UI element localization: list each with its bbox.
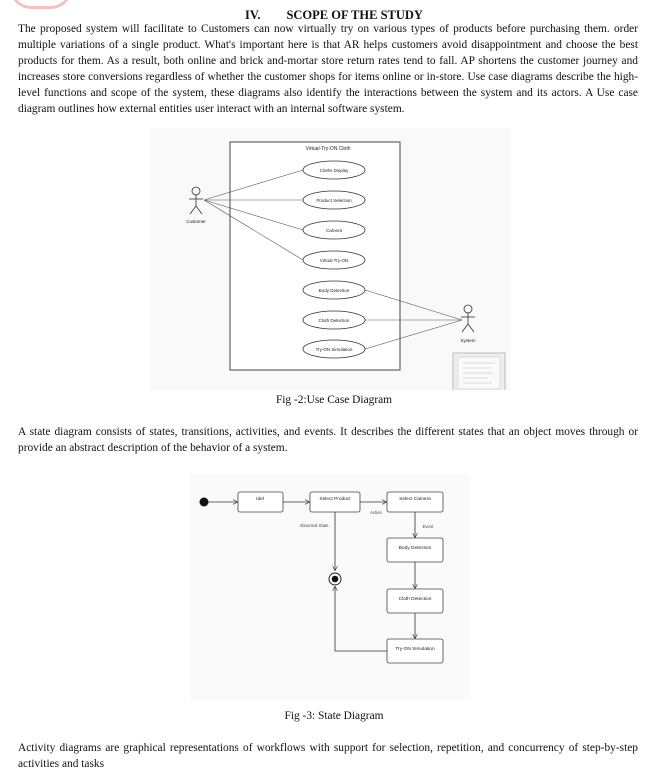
state-label: Body Detection	[399, 545, 432, 551]
state-diagram: Idel Select Product Action Select Camera…	[190, 474, 470, 700]
use-case-virtual-try-on: Virtual Try-ON	[302, 250, 366, 270]
state-label: Cloth Detection	[399, 596, 432, 602]
use-case-cloth-detection: Cloth Detection	[302, 310, 366, 330]
customer-label: Customer	[186, 219, 206, 224]
use-case-label: Cloth Detection	[319, 318, 350, 323]
system-associations	[364, 289, 463, 350]
intro-paragraph: The proposed system will facilitate to C…	[18, 23, 638, 115]
state-label: Select Product	[319, 496, 351, 502]
thumbnail-image	[452, 352, 506, 390]
final-state	[328, 572, 342, 586]
use-case-diagram: Virtual-Try-ON Cloth Customer System Clo…	[150, 128, 510, 390]
use-case-label: Cloths Display	[320, 168, 350, 173]
use-case-camera: Camera	[302, 220, 366, 240]
section-heading: IV. SCOPE OF THE STUDY	[0, 8, 668, 23]
use-case-label: Virtual Try-ON	[320, 258, 348, 263]
state-caption: Fig -3: State Diagram	[284, 710, 384, 722]
state-label: Idel	[256, 496, 264, 502]
customer-actor	[189, 186, 203, 215]
use-case-product-selection: Product Selection	[302, 190, 366, 210]
state-label: Try-ON Simulation	[395, 646, 435, 652]
state-label: Select Camera	[399, 496, 431, 502]
system-actor	[461, 304, 475, 333]
state-idle	[237, 491, 284, 513]
use-case-caption: Fig -2:Use Case Diagram	[275, 394, 393, 406]
use-case-try-on-simulation: Try-ON Simulation	[302, 339, 366, 359]
use-case-label: Product Selection	[316, 198, 352, 203]
initial-state	[199, 497, 209, 507]
section-number: IV.	[245, 8, 261, 22]
use-case-label: Camera	[326, 228, 343, 233]
use-case-label: Body Detection	[319, 288, 350, 293]
boundary-title: Virtual-Try-ON Cloth	[305, 146, 350, 152]
activity-paragraph: Activity diagrams are graphical represen…	[18, 742, 638, 770]
abnormal-state-label: Abnormal State	[300, 523, 330, 528]
use-case-cloths-display: Cloths Display	[302, 160, 366, 180]
use-case-body-detection: Body Detection	[302, 280, 366, 300]
event-label: Event	[423, 524, 435, 529]
section-title: SCOPE OF THE STUDY	[286, 8, 423, 22]
use-case-label: Try-ON Simulation	[316, 347, 353, 352]
customer-associations	[203, 169, 304, 261]
state-select-product	[309, 491, 361, 513]
action-label: Action	[370, 510, 382, 515]
state-paragraph: A state diagram consists of states, tran…	[18, 426, 638, 454]
system-label: System	[460, 338, 475, 343]
state-select-camera	[386, 491, 444, 513]
